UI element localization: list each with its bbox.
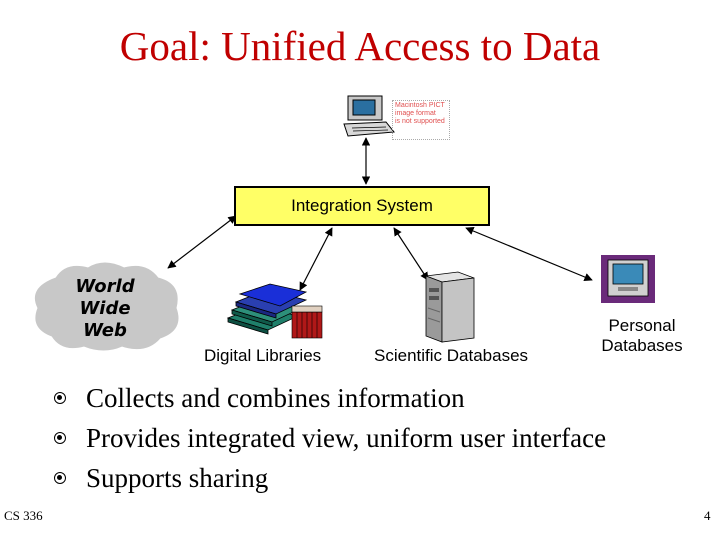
link-digital-libraries — [299, 227, 333, 291]
terminal-image-note: Macintosh PICT image format is not suppo… — [392, 100, 450, 140]
slide-title: Goal: Unified Access to Data — [119, 23, 601, 69]
link-scientific-databases — [393, 227, 429, 281]
server-icon — [425, 271, 475, 343]
integration-system-label: Integration System — [291, 196, 433, 215]
personal-databases-label: Personal Databases — [601, 316, 683, 355]
bullet-item: Provides integrated view, uniform user i… — [54, 418, 606, 458]
page-number: 4 — [704, 508, 711, 523]
bullet-item: Collects and combines information — [54, 378, 606, 418]
cloud-shape — [34, 262, 179, 351]
digital-libraries-label: Digital Libraries — [204, 346, 322, 365]
terminal-icon — [343, 95, 395, 137]
bullet-list: Collects and combines information Provid… — [54, 378, 606, 498]
integration-system-box: Integration System — [234, 186, 490, 226]
bullet-icon — [54, 472, 66, 484]
computer-icon — [601, 255, 655, 303]
bullet-icon — [54, 392, 66, 404]
bullet-item: Supports sharing — [54, 458, 606, 498]
www-label: World Wide Web — [75, 276, 135, 341]
link-www — [167, 215, 237, 269]
books-icon — [226, 283, 323, 339]
scientific-databases-label: Scientific Databases — [374, 346, 529, 365]
course-code: CS 336 — [4, 508, 43, 523]
link-personal-databases — [465, 227, 593, 281]
bullet-icon — [54, 432, 66, 444]
